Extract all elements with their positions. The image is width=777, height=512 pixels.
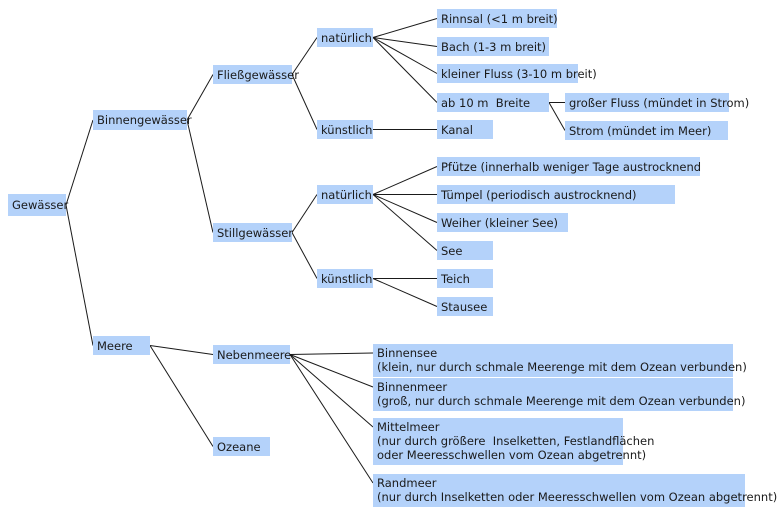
- edge-nebenmeere-binnensee: [289, 352, 374, 355]
- edge-st_kuen-stausee: [372, 278, 438, 307]
- node-meere: Meere: [93, 336, 150, 355]
- edge-nebenmeere-binnenmeer: [289, 354, 374, 388]
- node-nebenmeere: Nebenmeere: [213, 345, 291, 364]
- connector-lines: [65, 18, 566, 484]
- node-ab-10m-breite: ab 10 m Breite: [437, 93, 549, 112]
- node-teich: Teich: [437, 269, 493, 288]
- node-weiher: Weiher (kleiner See): [437, 213, 568, 232]
- edge-meere-ozeane: [149, 345, 214, 447]
- node-fliessgewaesser: Fließgewässer: [213, 65, 299, 84]
- node-kanal: Kanal: [437, 120, 493, 139]
- edge-root-meere: [65, 204, 94, 346]
- node-tuempel: Tümpel (periodisch austrocknend): [437, 185, 675, 204]
- node-still-natuerlich: natürlich: [317, 185, 373, 204]
- node-binnensee: Binnensee (klein, nur durch schmale Meer…: [373, 344, 747, 377]
- edge-nebenmeere-randmeer: [289, 354, 374, 484]
- node-see: See: [437, 241, 493, 260]
- node-ozeane: Ozeane: [213, 437, 270, 456]
- node-stillgewaesser: Stillgewässer: [213, 223, 293, 242]
- node-kleiner-fluss: kleiner Fluss (3-10 m breit): [437, 64, 597, 83]
- node-still-kuenstlich: künstlich: [317, 269, 373, 288]
- edge-fl_nat-rinnsal: [372, 18, 438, 38]
- edge-root-binnen: [65, 119, 94, 206]
- node-stausee: Stausee: [437, 297, 493, 316]
- edge-nebenmeere-mittelmeer: [289, 354, 374, 428]
- edge-st_nat-see: [372, 194, 438, 251]
- node-rinnsal: Rinnsal (<1 m breit): [437, 9, 558, 28]
- node-fliess-kuenstlich: künstlich: [317, 120, 373, 139]
- node-gewaesser: Gewässer: [8, 194, 68, 216]
- edge-fl_nat-bach: [372, 37, 438, 47]
- node-pfuetze: Pfütze (innerhalb weniger Tage austrockn…: [437, 157, 701, 176]
- node-strom: Strom (mündet im Meer): [565, 121, 728, 140]
- node-mittelmeer: Mittelmeer (nur durch größere Inselkette…: [373, 418, 654, 465]
- node-grosser-fluss: großer Fluss (mündet in Strom): [565, 93, 749, 112]
- node-randmeer: Randmeer (nur durch Inselketten oder Mee…: [373, 474, 777, 507]
- edge-st_nat-weiher: [372, 194, 438, 223]
- edge-fl_nat-kl_fluss: [372, 37, 438, 74]
- node-bach: Bach (1-3 m breit): [437, 37, 549, 56]
- edge-meere-nebenmeere: [149, 345, 214, 355]
- edge-still-st_nat: [291, 194, 318, 233]
- edge-binnen-still: [186, 119, 214, 233]
- edge-binnen-fliess: [186, 74, 214, 121]
- node-binnengewaesser: Binnengewässer: [93, 110, 192, 130]
- edge-ab10-strom: [548, 102, 566, 131]
- node-fliess-natuerlich: natürlich: [317, 28, 373, 47]
- edge-fliess-fl_kuen: [291, 74, 318, 130]
- edge-fl_nat-ab10: [372, 37, 438, 103]
- edge-fliess-fl_nat: [291, 37, 318, 75]
- edge-st_nat-pfuetze: [372, 166, 438, 195]
- edge-still-st_kuen: [291, 232, 318, 279]
- node-binnenmeer: Binnenmeer (groß, nur durch schmale Meer…: [373, 378, 745, 411]
